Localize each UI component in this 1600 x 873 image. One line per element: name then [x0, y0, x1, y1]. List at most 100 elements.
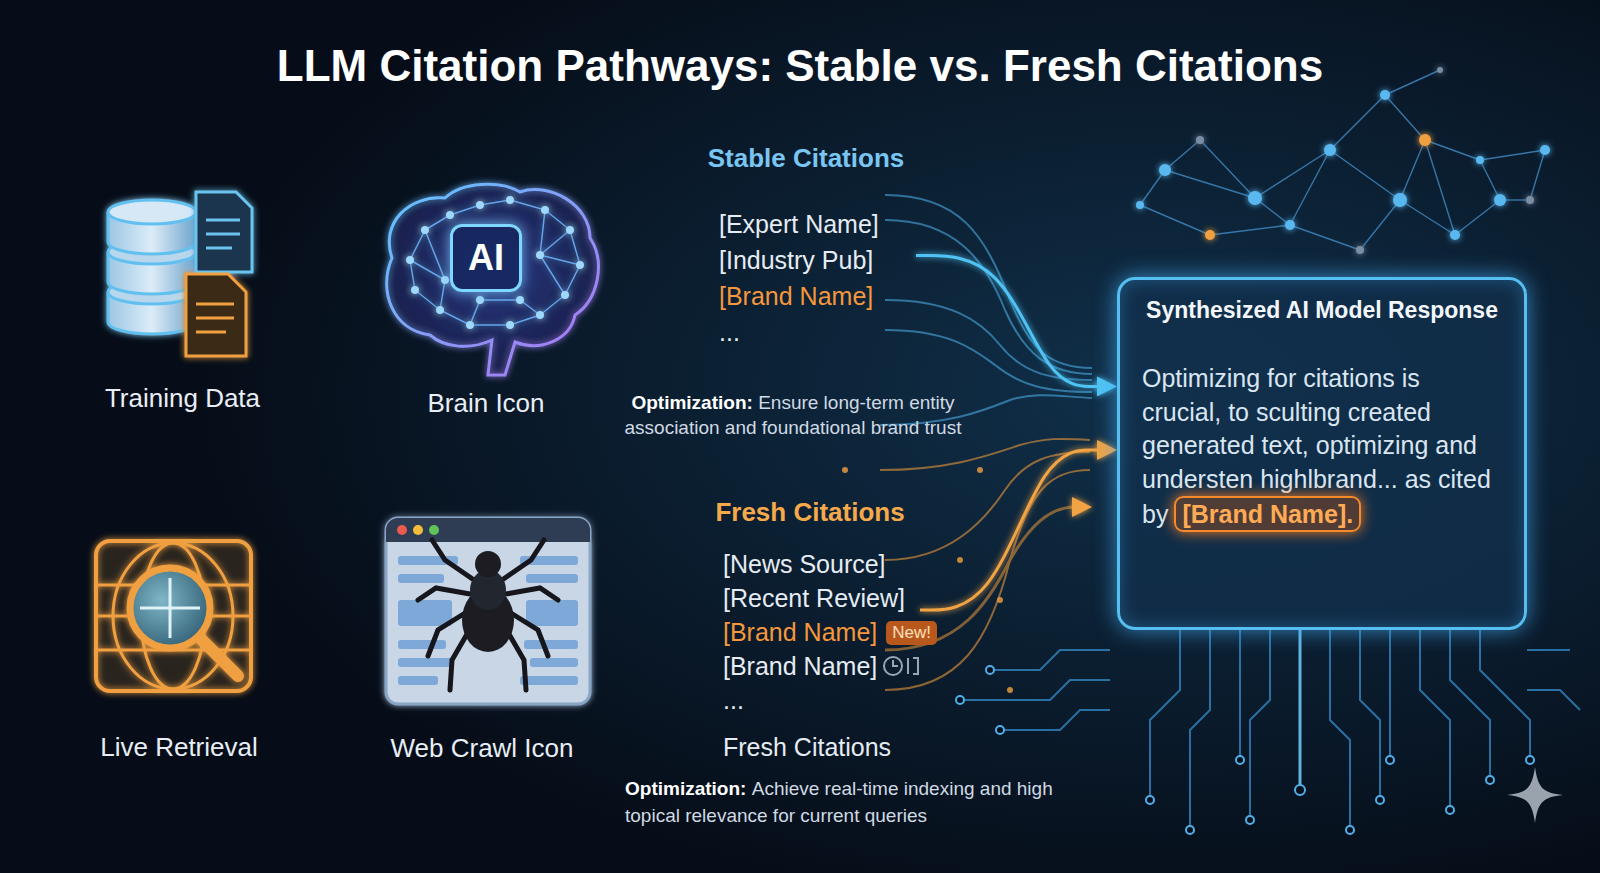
network-constellation	[1140, 70, 1545, 250]
brain-icon	[540, 255, 565, 295]
flow-dot	[957, 557, 963, 563]
circuit-traces	[1389, 630, 1391, 760]
network-dot	[1159, 164, 1171, 176]
brain-icon	[540, 295, 565, 315]
brain-icon	[421, 226, 429, 234]
globe-magnifier-icon	[96, 541, 251, 691]
text-row: ...	[696, 314, 916, 350]
brain-icon	[480, 299, 520, 301]
circuit-pad	[1186, 826, 1194, 834]
text-row: Optimizing for citations is crucial, to …	[1120, 362, 1492, 532]
clock-symbol	[884, 657, 918, 675]
browser-spider-icon	[530, 658, 578, 667]
circuit-traces	[1239, 630, 1241, 760]
note-text: Optimization:	[625, 778, 746, 799]
node-text: Live Retrieval	[100, 732, 258, 762]
brain-icon	[441, 276, 449, 284]
document-icon	[196, 304, 234, 332]
text-row: Fresh Citations	[700, 494, 920, 530]
circuit-pad	[1386, 756, 1394, 764]
text-row: [Brand Name]	[696, 278, 916, 314]
flow-dot	[977, 467, 983, 473]
brain-icon	[470, 300, 480, 325]
brain-icon	[440, 280, 445, 310]
brain-icon	[470, 324, 510, 326]
orange-flow-lines	[880, 439, 1090, 690]
circuit-traces	[1150, 630, 1180, 800]
network-constellation	[1330, 95, 1385, 150]
network-dot	[1437, 67, 1443, 73]
node-text: Stable Citations	[708, 143, 904, 173]
network-dot	[1136, 67, 1550, 254]
flow-arrowhead	[1072, 497, 1092, 517]
brand-badge: [Brand Name].	[1174, 496, 1361, 532]
node-text: Training Data	[105, 383, 260, 413]
brain-icon	[476, 201, 484, 209]
brain-icon	[450, 205, 480, 215]
node-text: [Brand Name]	[723, 652, 877, 680]
network-constellation	[1330, 150, 1400, 200]
blue-flow-lines	[880, 195, 1092, 425]
circuit-traces	[1299, 630, 1302, 790]
node-text: Fresh Citations	[723, 733, 891, 761]
brain-icon	[425, 215, 450, 230]
circuit-traces	[1330, 630, 1350, 830]
circuit-traces	[1527, 690, 1580, 710]
circuit-pad	[1236, 756, 1244, 764]
flow-connector	[920, 450, 1097, 610]
circuit-pad	[1246, 816, 1254, 824]
node-text: ...	[723, 686, 744, 714]
browser-spider-icon	[475, 551, 501, 577]
brain-icon	[446, 211, 454, 219]
circuit-traces	[1360, 630, 1380, 800]
browser-spider-icon	[526, 600, 578, 626]
browser-spider-icon	[397, 525, 407, 535]
browser-spider-icon	[398, 658, 454, 667]
brain-icon	[410, 230, 425, 260]
icon-node: Web Crawl Icon	[372, 518, 592, 704]
network-dot	[1380, 90, 1390, 100]
network-constellation	[1360, 200, 1400, 250]
brain-icon	[387, 184, 599, 375]
browser-spider-icon	[520, 676, 578, 685]
text-row: Web Crawl Icon	[390, 732, 573, 764]
response-box: Synthesized AI Model ResponseOptimizing …	[1117, 277, 1527, 630]
node-text: [Brand Name]	[723, 618, 877, 646]
brain-icon	[540, 210, 545, 255]
network-dot	[1324, 144, 1336, 156]
icon-node: Live Retrieval	[90, 539, 268, 694]
brain-icon	[510, 200, 545, 210]
network-constellation	[1140, 170, 1165, 205]
browser-spider-icon	[526, 574, 578, 583]
node-text: [Brand Name].	[1182, 500, 1353, 528]
optimization-note: Optimization:Ensure long-term entity ass…	[593, 390, 993, 440]
node-text: ...	[719, 318, 740, 346]
flow-dot	[842, 467, 848, 473]
network-constellation	[1140, 205, 1210, 235]
network-dot	[1476, 156, 1484, 164]
brain-icon	[570, 230, 580, 265]
browser-spider-icon	[432, 540, 474, 580]
circuit-pad	[1376, 796, 1384, 804]
browser-spider-icon	[398, 574, 444, 583]
browser-spider-icon	[386, 518, 590, 704]
document-icon	[186, 192, 252, 356]
browser-spider-icon	[386, 518, 590, 704]
network-dot	[1540, 145, 1550, 155]
database-icon	[108, 200, 196, 334]
browser-spider-icon	[398, 640, 446, 649]
circuit-pad	[1446, 806, 1454, 814]
brain-icon	[406, 196, 584, 329]
network-dot	[1393, 193, 1407, 207]
globe-magnifier-icon	[96, 541, 251, 691]
browser-spider-icon	[413, 525, 423, 535]
document-icon	[196, 192, 252, 272]
circuit-traces	[1420, 630, 1450, 810]
circuit-pad	[996, 726, 1004, 734]
blue-flow-lines	[885, 220, 1092, 374]
network-constellation	[1400, 140, 1425, 200]
network-constellation	[1200, 140, 1255, 198]
